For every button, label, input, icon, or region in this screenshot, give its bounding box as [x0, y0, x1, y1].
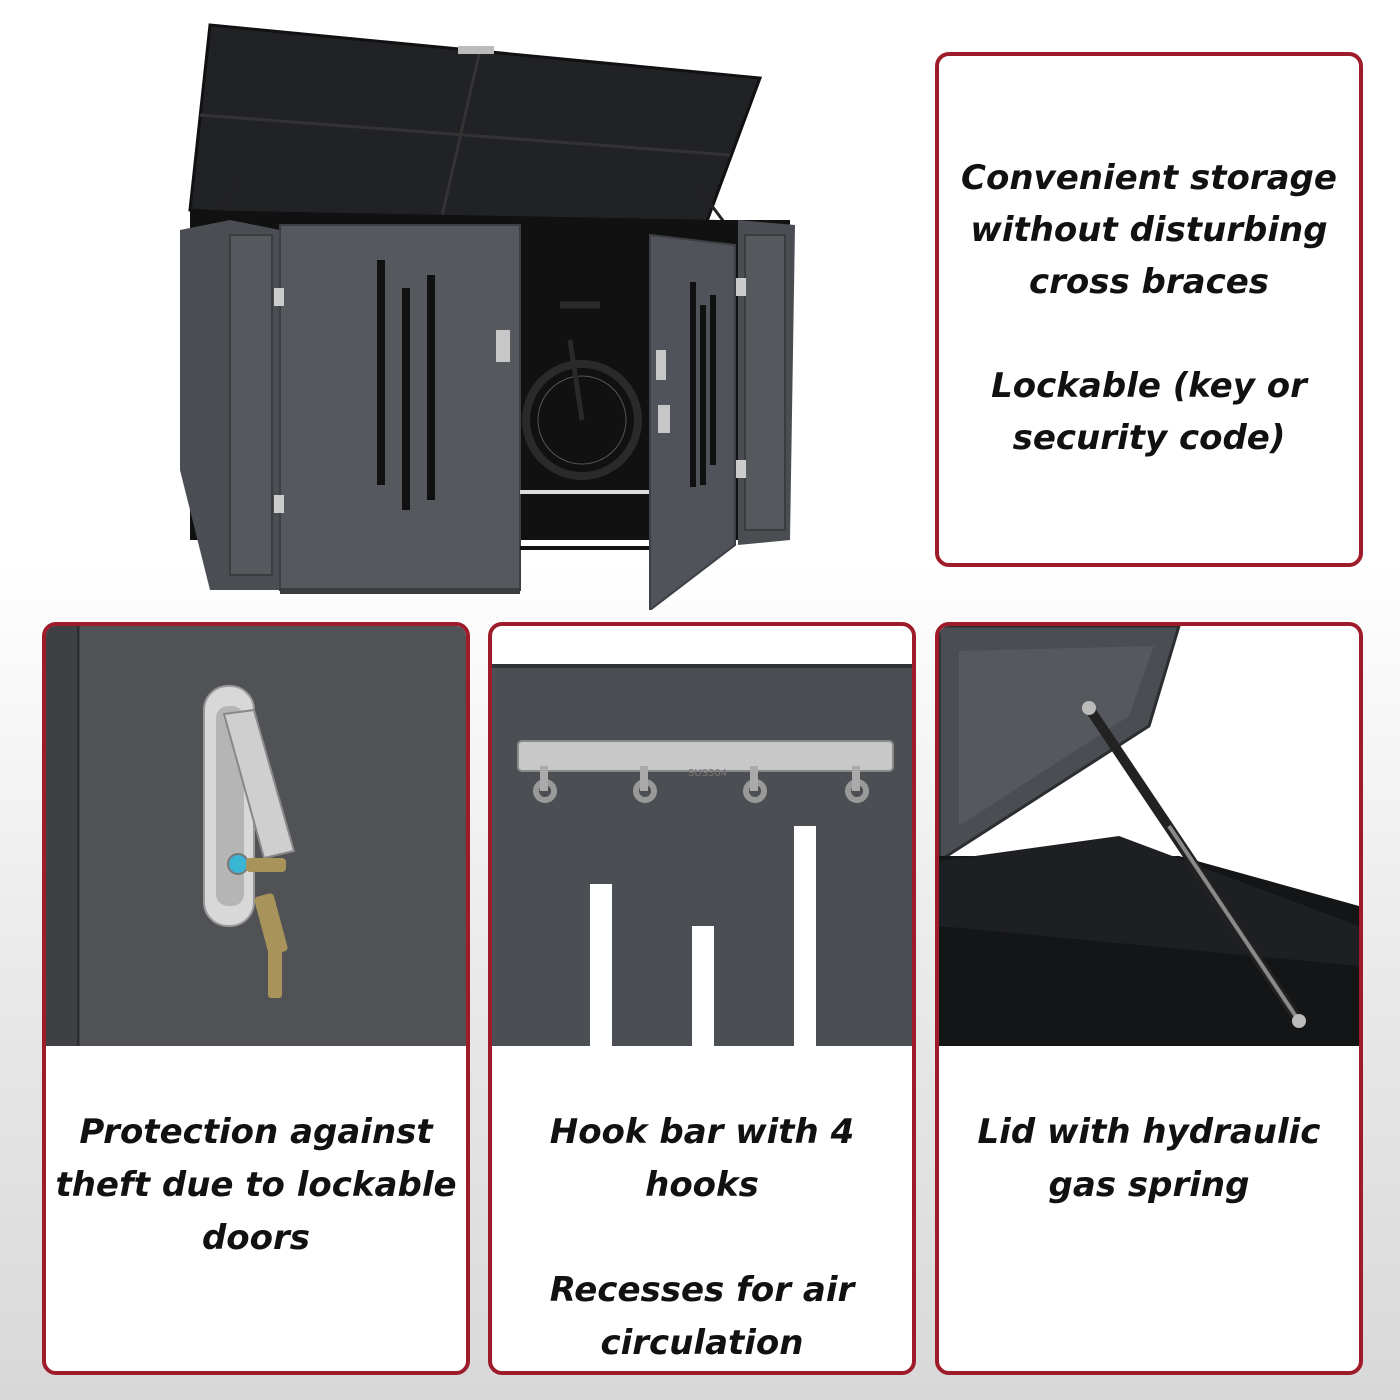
lock-photo — [46, 626, 466, 1046]
bike-shed-image — [170, 20, 810, 613]
sus304-stamp: SUS304 — [688, 768, 727, 779]
info-card-hooks: SUS304 Hook bar with 4 hooks Recesses fo… — [488, 622, 916, 1375]
info-card-storage: Convenient storage without disturbing cr… — [935, 52, 1363, 567]
lock-text: Protection against theft due to lockable… — [55, 1112, 457, 1258]
lid-gas-spring-photo — [939, 626, 1359, 1046]
info-card-lid: Lid with hydraulic gas spring — [935, 622, 1363, 1375]
lid-text: Lid with hydraulic gas spring — [977, 1112, 1321, 1205]
hooks-text: Hook bar with 4 hooks Recesses for air c… — [549, 1112, 855, 1363]
storage-text: Convenient storage without disturbing cr… — [961, 158, 1337, 458]
info-card-lock: Protection against theft due to lockable… — [42, 622, 470, 1375]
hook-bar-photo: SUS304 — [492, 626, 912, 1046]
